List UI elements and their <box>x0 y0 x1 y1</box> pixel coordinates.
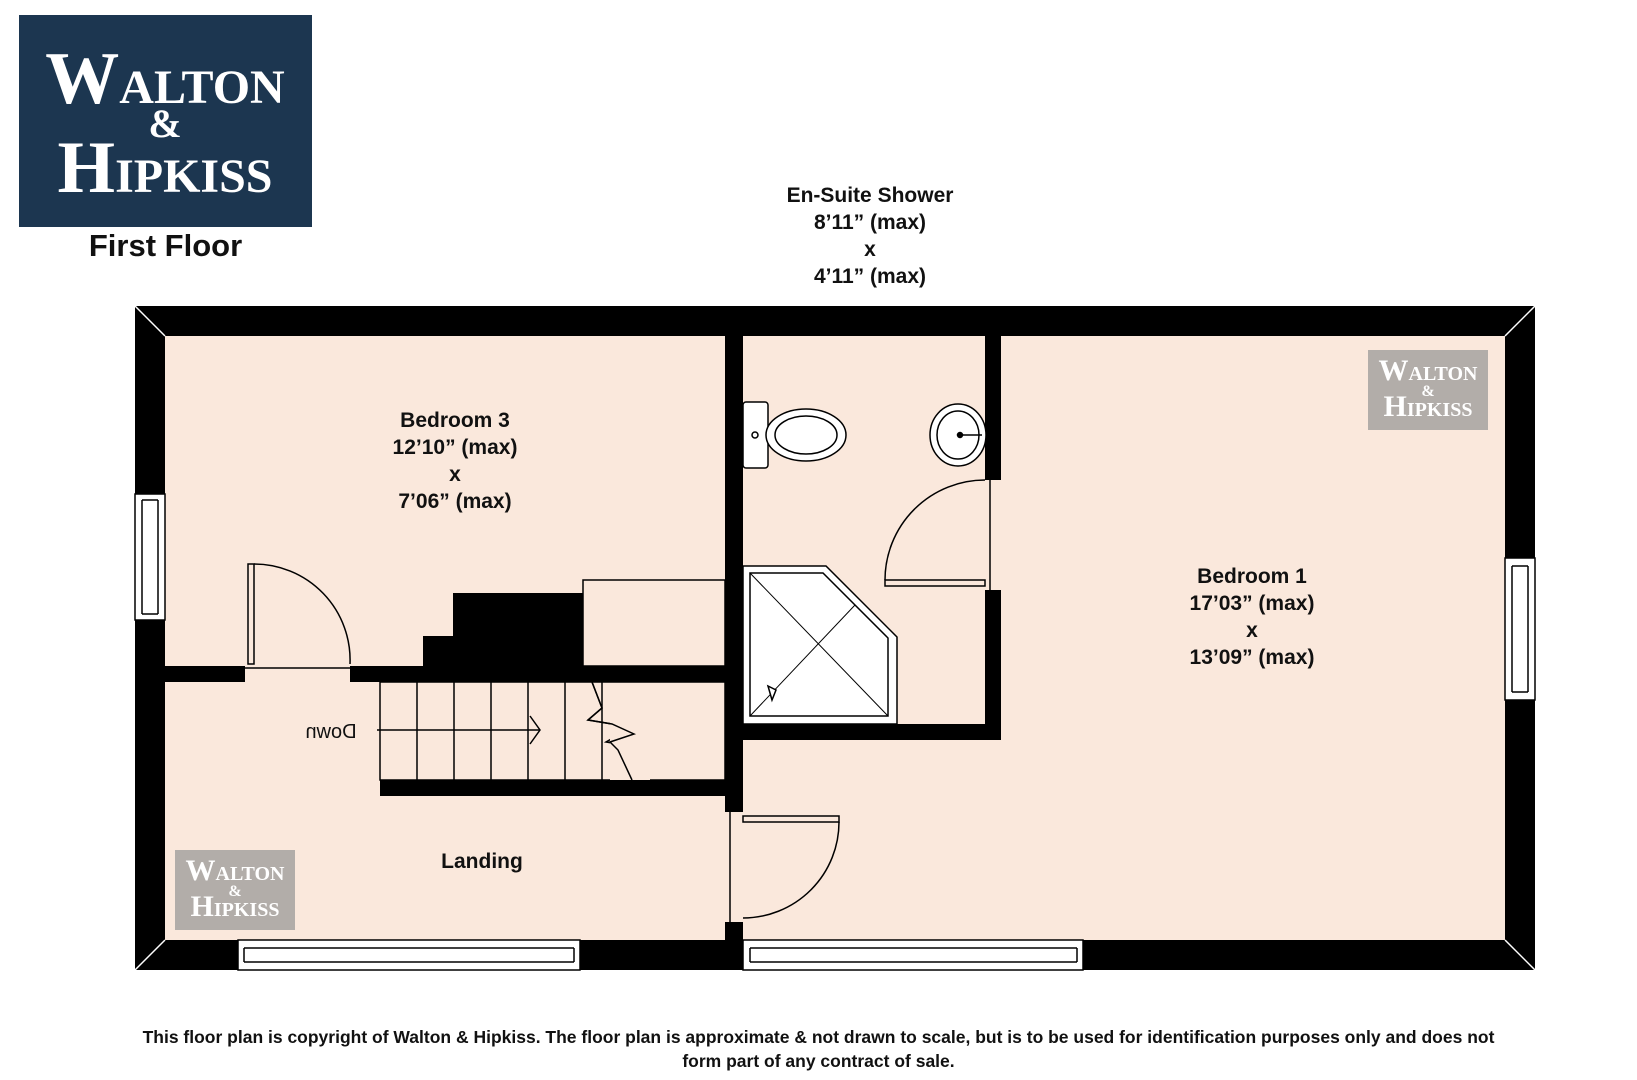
watermark-logo-bedroom1: WALTON & HIPKISS <box>1368 350 1488 430</box>
svg-text:WALTON: WALTON <box>186 854 285 887</box>
bedroom1-door <box>729 812 840 922</box>
ensuite-name: En-Suite Shower <box>786 184 954 207</box>
logo-word-alton: ALTON <box>119 61 285 114</box>
bedroom1-label: Bedroom 1 17’03” (max) x 13’09” (max) <box>1122 563 1382 671</box>
bedroom3-dim1: 12’10” (max) <box>392 436 518 459</box>
cupboard <box>582 579 726 667</box>
disclaimer-line-2: form part of any contract of sale. <box>682 1051 955 1071</box>
svg-text:HIPKISS: HIPKISS <box>58 127 273 209</box>
bedroom1-x: x <box>1246 619 1258 642</box>
bedroom3-door <box>245 563 351 669</box>
disclaimer-line-1: This floor plan is copyright of Walton &… <box>142 1027 1495 1047</box>
logo-letter-w: W <box>45 38 119 120</box>
stair-break-line <box>586 681 637 781</box>
landing-label: Landing <box>382 848 582 875</box>
ensuite-dim2: 4’11” (max) <box>813 265 927 288</box>
stair-void <box>453 593 583 666</box>
bedroom3-door-opening <box>245 664 350 684</box>
ensuite-door <box>884 479 991 590</box>
stairs-down-label: Down <box>305 721 356 743</box>
svg-text:&: & <box>228 883 241 900</box>
toilet-icon <box>742 401 847 469</box>
brand-logo: WALTON & HIPKISS <box>19 15 312 227</box>
logo-ampersand: & <box>148 101 181 146</box>
stair-wall <box>380 780 725 796</box>
window-bedroom1-east <box>1504 557 1536 701</box>
svg-text:WALTON: WALTON <box>45 38 285 120</box>
copyright-disclaimer: This floor plan is copyright of Walton &… <box>40 1025 1597 1073</box>
logo-letter-h: H <box>58 127 116 209</box>
bedroom1-dim2: 13’09” (max) <box>1189 646 1315 669</box>
basin-icon <box>929 403 987 467</box>
bedroom3-label: Bedroom 3 12’10” (max) x 7’06” (max) <box>325 407 585 515</box>
svg-text:WALTON: WALTON <box>1379 354 1478 387</box>
bedroom1-lower-floor <box>743 740 1505 940</box>
bedroom3-x: x <box>449 463 461 486</box>
bedroom3-dim2: 7’06” (max) <box>398 490 512 513</box>
brand-logo-text: WALTON & HIPKISS <box>45 38 285 209</box>
window-bedroom3 <box>134 493 166 621</box>
central-wall <box>725 336 743 940</box>
svg-text:HIPKISS: HIPKISS <box>191 890 280 923</box>
ensuite-dim1: 8’11” (max) <box>813 211 927 234</box>
window-landing <box>237 939 581 971</box>
ensuite-x: x <box>864 238 876 261</box>
svg-text:HIPKISS: HIPKISS <box>1384 390 1473 423</box>
wall-corner-lines <box>134 305 1536 971</box>
logo-word-ipkiss: IPKISS <box>115 150 272 203</box>
floor-title: First Floor <box>88 228 243 263</box>
ensuite-label: En-Suite Shower 8’11” (max) x 4’11” (max… <box>700 182 1040 290</box>
landing-name: Landing <box>441 850 523 873</box>
window-bedroom1-south <box>742 939 1084 971</box>
bedroom1-dim1: 17’03” (max) <box>1189 592 1315 615</box>
stair-cutoff <box>610 720 650 780</box>
shower-tray-icon <box>742 565 898 725</box>
watermark-logo-landing: WALTON & HIPKISS <box>175 850 295 930</box>
bedroom3-name: Bedroom 3 <box>400 409 510 432</box>
ensuite-south-wall <box>743 724 1001 740</box>
svg-text:&: & <box>1421 383 1434 400</box>
bedroom1-name: Bedroom 1 <box>1197 565 1307 588</box>
ensuite-door-opening <box>985 480 1001 590</box>
bedroom1-door-opening <box>725 812 743 922</box>
stair-void-step <box>423 636 455 666</box>
